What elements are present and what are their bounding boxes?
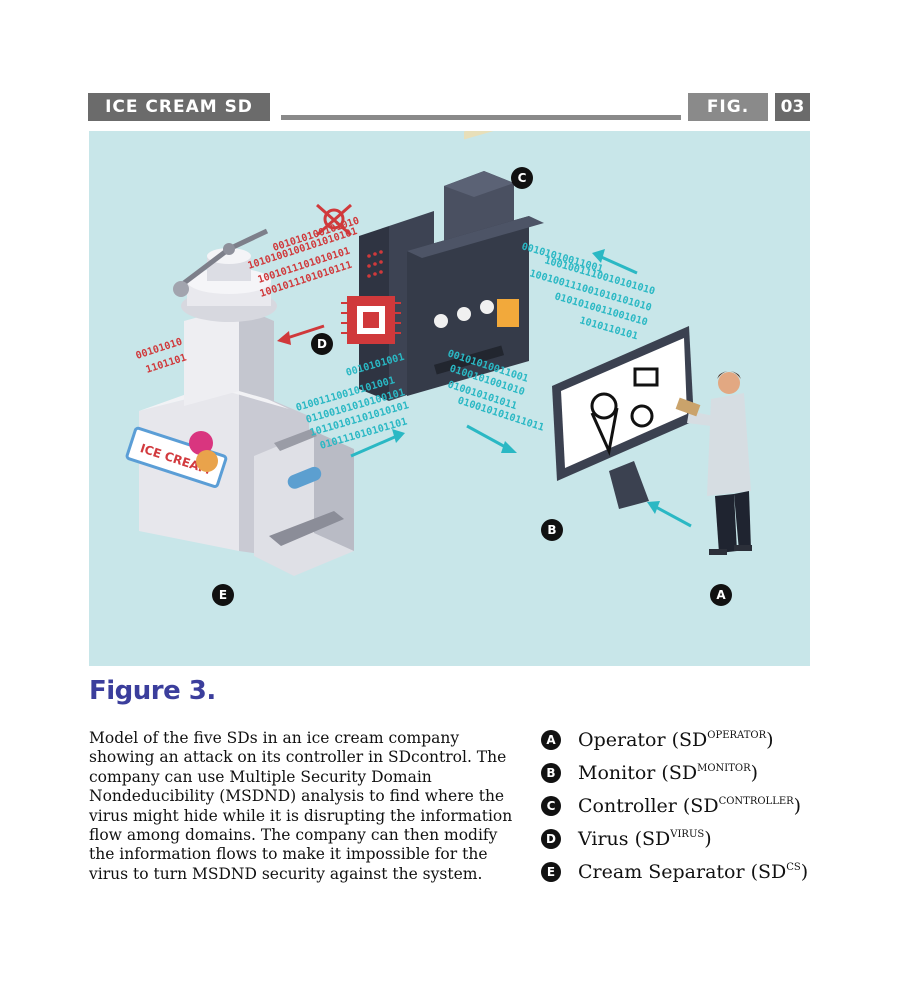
marker-monitor: B — [541, 519, 563, 541]
figure-title: Figure 3. — [89, 676, 216, 706]
marker-virus: D — [311, 333, 333, 355]
legend-item-cream-separator: E Cream Separator (SDCS) — [541, 855, 831, 888]
skull-crossbones-icon — [316, 203, 352, 237]
legend-label: Controller (SDCONTROLLER) — [578, 794, 802, 817]
monitor-display — [552, 326, 694, 509]
controller-server — [359, 131, 544, 401]
legend-badge: E — [541, 861, 561, 882]
gear-icon — [630, 367, 659, 428]
legend-label: Monitor (SDMONITOR) — [578, 761, 759, 784]
operator-person — [675, 371, 752, 555]
legend: A Operator (SDOPERATOR) B Monitor (SDMON… — [541, 723, 831, 888]
marker-controller: C — [511, 167, 533, 189]
marker-operator: A — [710, 584, 732, 606]
data-flow-arrows — [277, 249, 692, 528]
legend-label: Operator (SDOPERATOR) — [578, 728, 774, 751]
virus-chip-icon — [341, 296, 401, 344]
legend-badge: B — [541, 762, 561, 783]
legend-item-monitor: B Monitor (SDMONITOR) — [541, 756, 831, 789]
header-rule — [281, 115, 681, 120]
legend-badge: C — [541, 795, 561, 816]
figure-caption: Model of the five SDs in an ice cream co… — [89, 729, 513, 883]
legend-item-virus: D Virus (SDVIRUS) — [541, 822, 831, 855]
figure-header-number: 03 — [775, 93, 810, 121]
cream-separator-machine: ICE CREAM — [125, 228, 354, 576]
legend-label: Virus (SDVIRUS) — [578, 827, 712, 850]
legend-item-controller: C Controller (SDCONTROLLER) — [541, 789, 831, 822]
sd-model-illustration: ICE CREAM — [89, 131, 810, 666]
marker-cream-separator: E — [212, 584, 234, 606]
legend-label: Cream Separator (SDCS) — [578, 860, 809, 883]
figure-header-label: FIG. — [688, 93, 768, 121]
legend-item-operator: A Operator (SDOPERATOR) — [541, 723, 831, 756]
illustration-canvas: ICE CREAM — [125, 131, 752, 576]
figure-header-title: ICE CREAM SD MODEL — [88, 93, 270, 145]
legend-badge: D — [541, 828, 561, 849]
legend-badge: A — [541, 729, 561, 750]
ice-cream-cone-icon — [590, 392, 619, 457]
